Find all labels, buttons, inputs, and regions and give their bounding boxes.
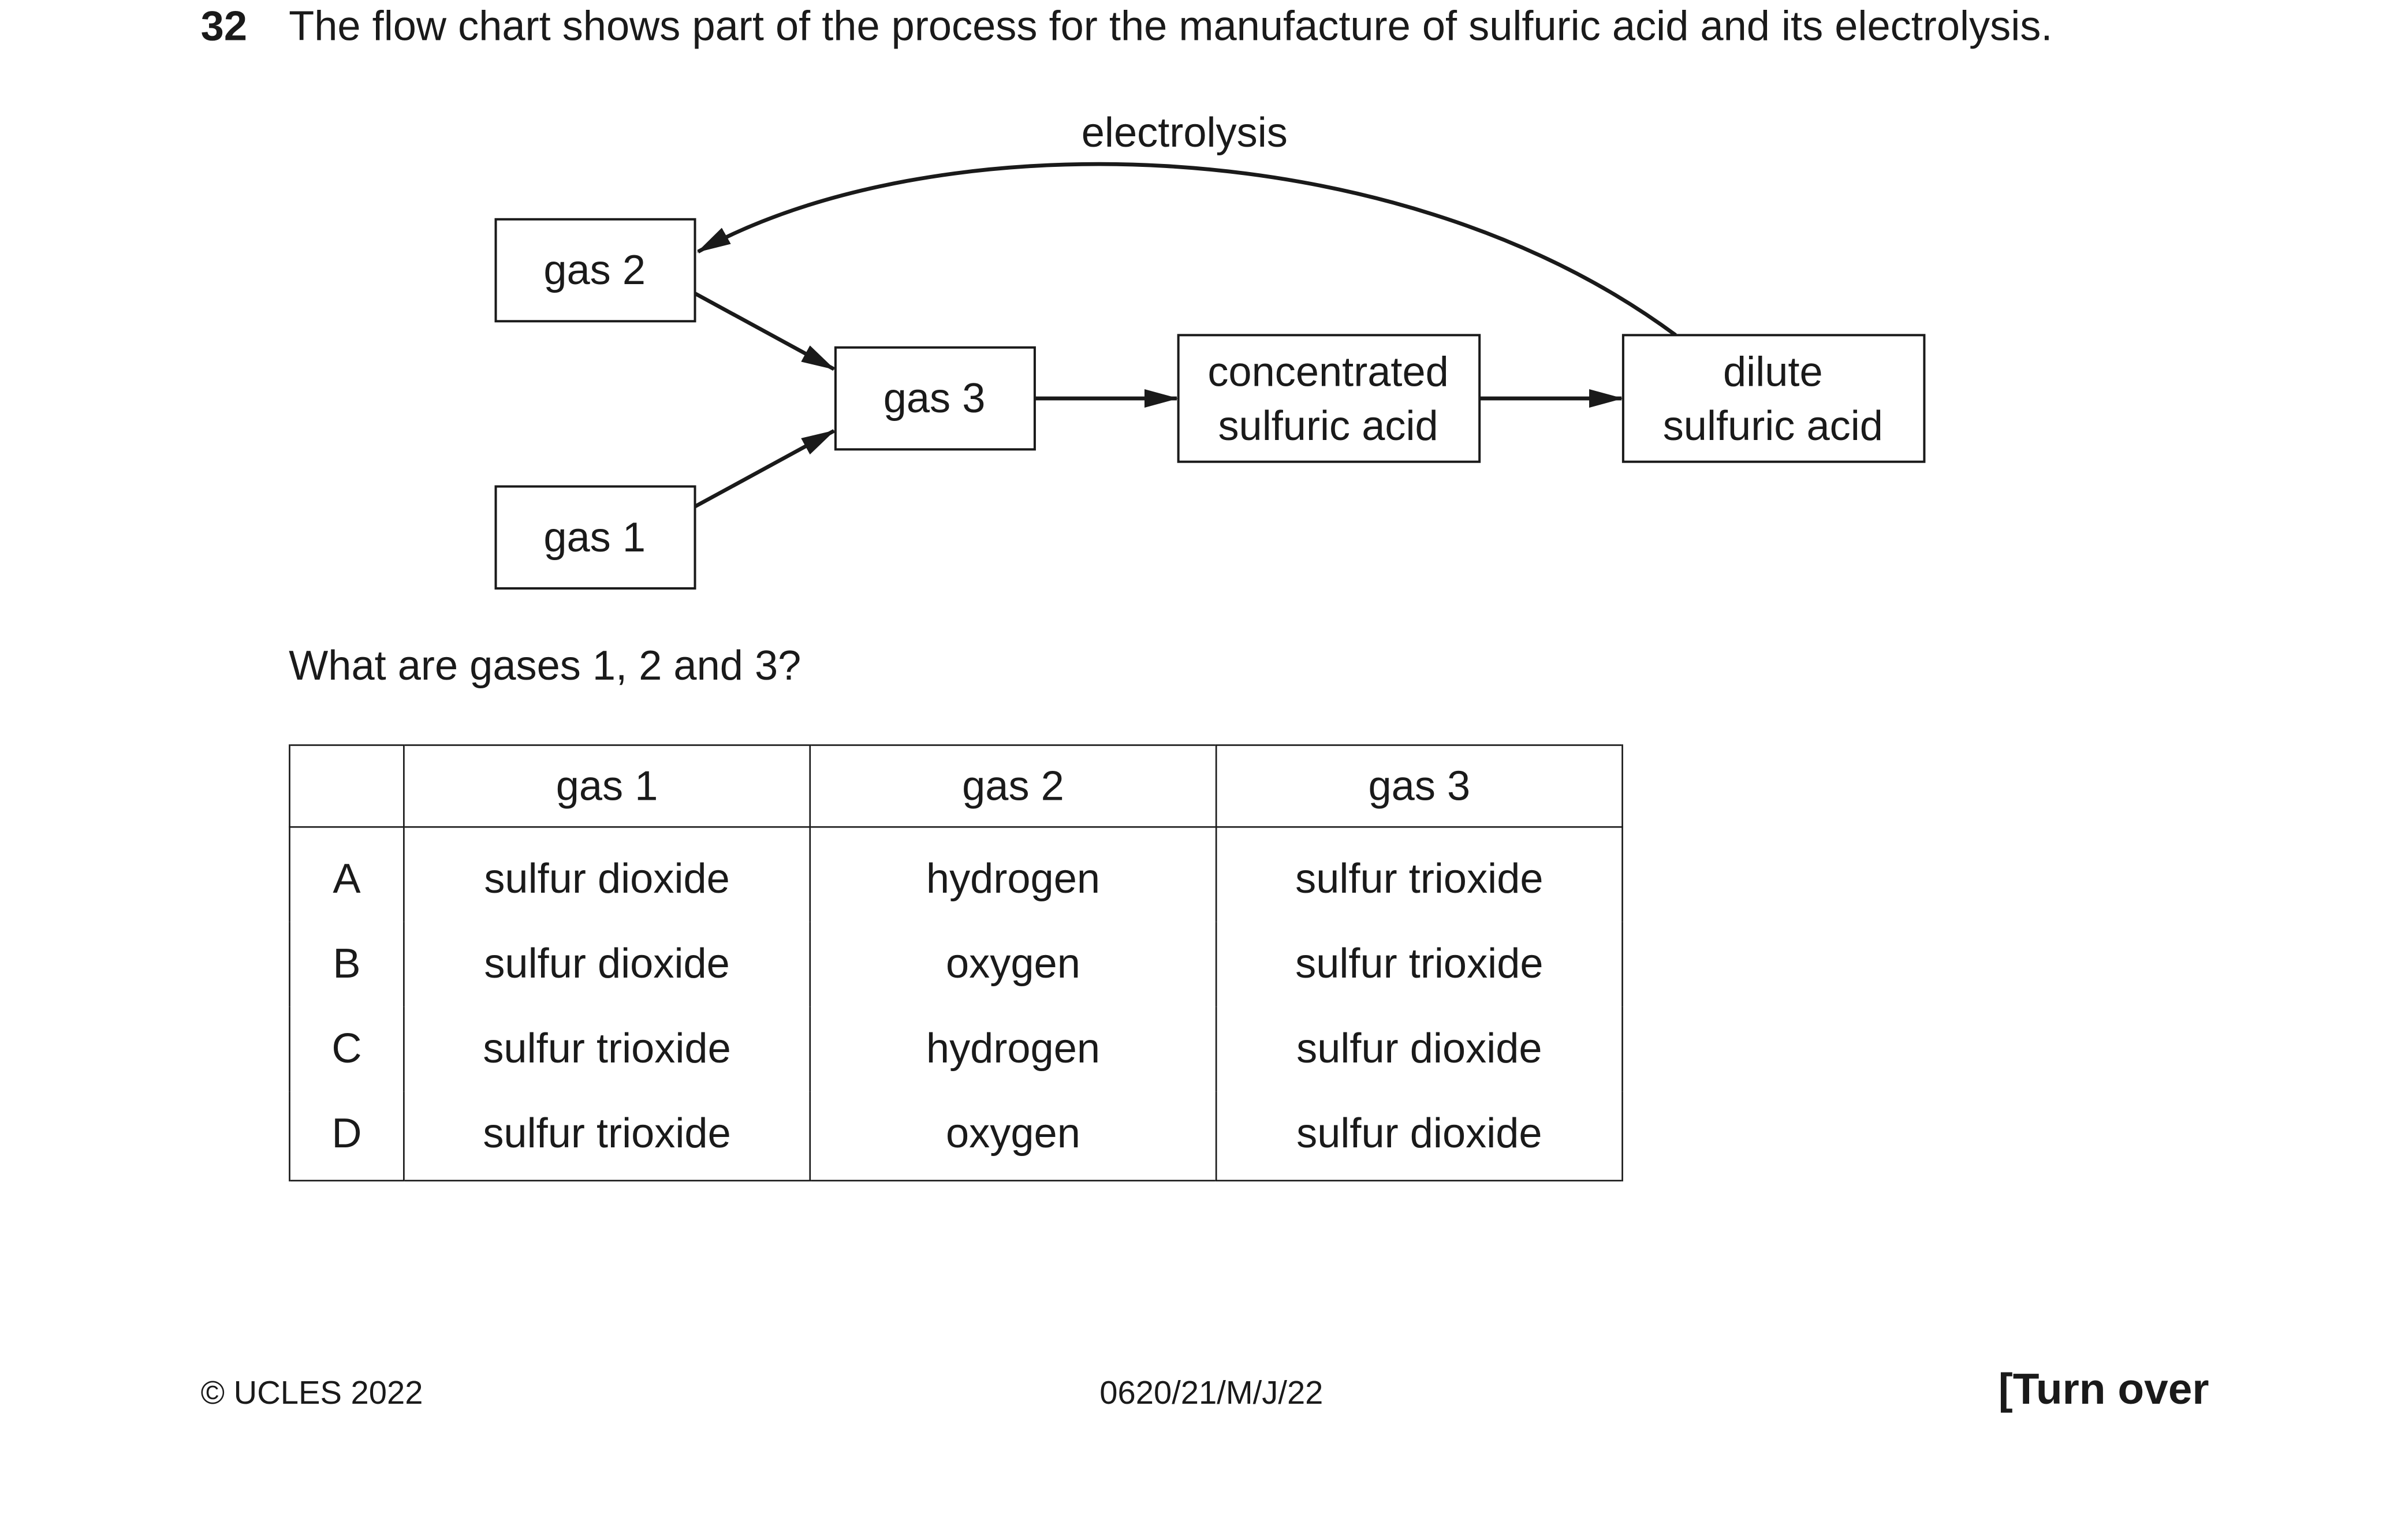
option-letter: C [289, 1006, 405, 1092]
gas3-label: gas 3 [883, 375, 986, 422]
option-letter: A [289, 827, 405, 922]
gas2-cell: hydrogen [809, 827, 1217, 922]
header-cell-gas3: gas 3 [1215, 745, 1623, 828]
concentrated-label-line1: concentrated [1207, 349, 1448, 396]
gas1-cell: sulfur trioxide [403, 1091, 811, 1181]
gas3-cell: sulfur trioxide [1215, 922, 1623, 1007]
gas2-cell: oxygen [809, 922, 1217, 1007]
dilute-label-line1: dilute [1723, 349, 1823, 396]
table-row: C sulfur trioxide hydrogen sulfur dioxid… [289, 1006, 1623, 1092]
question-number: 32 [200, 3, 248, 50]
header-cell-gas1: gas 1 [403, 745, 811, 828]
gas2-box: gas 2 [494, 218, 696, 323]
option-letter: B [289, 922, 405, 1007]
gas3-cell: sulfur trioxide [1215, 827, 1623, 922]
dilute-acid-box: dilute sulfuric acid [1621, 334, 1926, 463]
table-row: A sulfur dioxide hydrogen sulfur trioxid… [289, 827, 1623, 922]
electrolysis-label: electrolysis [1082, 110, 1288, 156]
table-row: B sulfur dioxide oxygen sulfur trioxide [289, 922, 1623, 1007]
question-prompt: What are gases 1, 2 and 3? [289, 642, 801, 689]
gas1-cell: sulfur trioxide [403, 1006, 811, 1092]
gas3-cell: sulfur dioxide [1215, 1091, 1623, 1181]
header-cell-empty [289, 745, 405, 828]
gas2-cell: oxygen [809, 1091, 1217, 1181]
dilute-label-line2: sulfuric acid [1663, 403, 1883, 449]
gas1-cell: sulfur dioxide [403, 827, 811, 922]
gas3-cell: sulfur dioxide [1215, 1006, 1623, 1092]
gas1-box: gas 1 [494, 485, 696, 590]
concentrated-acid-box: concentrated sulfuric acid [1177, 334, 1481, 463]
gas2-cell: hydrogen [809, 1006, 1217, 1092]
arrow-gas2-to-gas3 [694, 292, 836, 371]
copyright-footer: © UCLES 2022 [200, 1375, 423, 1412]
turn-over-footer: [Turn over [1998, 1365, 2209, 1414]
arrow-gas1-to-gas3 [694, 429, 836, 509]
flow-chart: electrolysis gas 2 gas 1 gas 3 concentra… [494, 110, 1926, 590]
question-text: The flow chart shows part of the process… [289, 3, 2053, 50]
gas3-box: gas 3 [834, 346, 1036, 451]
electrolysis-arrow [696, 162, 1677, 337]
option-letter: D [289, 1091, 405, 1181]
table-header-row: gas 1 gas 2 gas 3 [289, 745, 1623, 828]
gas1-cell: sulfur dioxide [403, 922, 811, 1007]
answer-table: gas 1 gas 2 gas 3 A sulfur dioxide hydro… [289, 744, 1623, 1181]
concentrated-label-line2: sulfuric acid [1218, 403, 1438, 449]
header-cell-gas2: gas 2 [809, 745, 1217, 828]
paper-code-footer: 0620/21/M/J/22 [1099, 1375, 1324, 1412]
gas2-label: gas 2 [543, 247, 646, 293]
gas1-label: gas 1 [543, 514, 646, 561]
table-row: D sulfur trioxide oxygen sulfur dioxide [289, 1091, 1623, 1181]
